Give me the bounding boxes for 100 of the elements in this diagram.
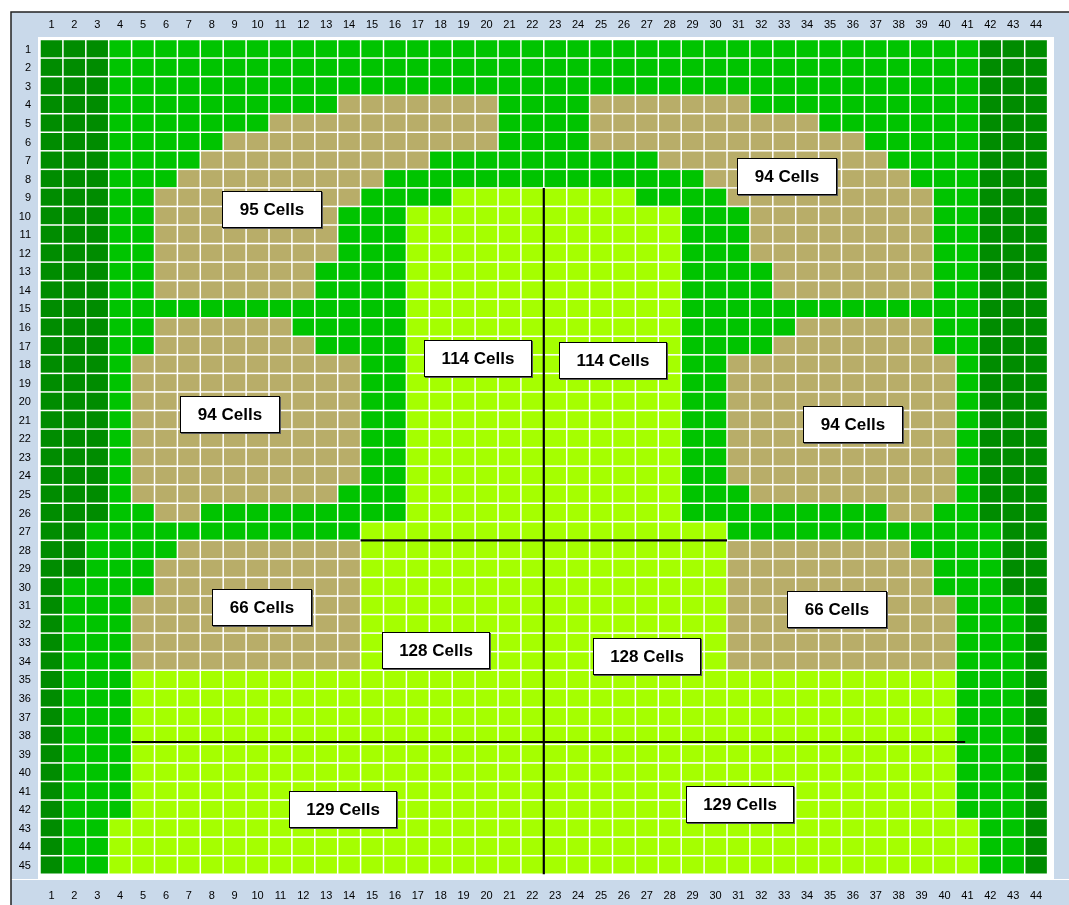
column-number: 1 — [47, 17, 56, 31]
column-number: 21 — [502, 17, 517, 31]
column-number: 11 — [273, 17, 288, 31]
row-number: 17 — [17, 338, 31, 353]
column-number: 26 — [616, 17, 632, 31]
column-number: 41 — [960, 17, 975, 31]
row-number: 29 — [17, 561, 31, 576]
row-number: 7 — [23, 153, 31, 168]
column-number: 33 — [777, 17, 792, 31]
column-number: 18 — [433, 888, 448, 902]
column-number: 16 — [387, 17, 403, 31]
column-number: 37 — [868, 888, 883, 902]
column-number: 13 — [319, 888, 334, 902]
column-number: 41 — [960, 888, 975, 902]
column-number: 25 — [593, 17, 609, 31]
row-number: 19 — [17, 375, 31, 390]
row-number: 44 — [17, 839, 31, 854]
column-number: 39 — [914, 17, 929, 31]
row-number: 22 — [17, 431, 31, 446]
row-number: 2 — [23, 60, 31, 75]
column-number: 26 — [616, 888, 632, 902]
region-count-label: 94 Cells — [737, 158, 837, 195]
column-number: 34 — [800, 17, 815, 31]
region-count-label: 114 Cells — [424, 340, 532, 377]
row-number: 11 — [18, 227, 31, 242]
region-count-label: 114 Cells — [559, 342, 667, 379]
region-count-label: 129 Cells — [686, 786, 794, 823]
row-number: 14 — [17, 282, 31, 297]
row-number: 39 — [17, 746, 31, 761]
row-number: 42 — [17, 802, 31, 817]
row-number: 34 — [17, 653, 31, 668]
column-number: 38 — [891, 17, 906, 31]
region-count-label: 94 Cells — [180, 396, 280, 433]
column-number: 27 — [639, 17, 654, 31]
column-number: 8 — [207, 888, 216, 902]
column-number: 38 — [891, 888, 906, 902]
column-number: 36 — [845, 888, 861, 902]
column-number: 1 — [47, 888, 56, 902]
column-number: 39 — [914, 888, 929, 902]
region-count-label: 66 Cells — [787, 591, 887, 628]
column-number: 14 — [342, 17, 357, 31]
column-number: 35 — [822, 888, 838, 902]
column-number: 22 — [525, 888, 540, 902]
column-number: 7 — [184, 17, 193, 31]
column-number: 19 — [456, 888, 471, 902]
row-number: 26 — [17, 505, 31, 520]
column-number: 40 — [937, 17, 952, 31]
row-number: 37 — [17, 709, 31, 724]
column-number: 13 — [319, 17, 334, 31]
column-number: 10 — [250, 17, 265, 31]
column-number: 21 — [502, 888, 517, 902]
column-number: 29 — [685, 17, 700, 31]
column-number: 42 — [983, 17, 998, 31]
column-number: 12 — [296, 888, 311, 902]
column-number: 37 — [868, 17, 883, 31]
column-number: 19 — [456, 17, 471, 31]
column-number: 34 — [800, 888, 815, 902]
column-number: 15 — [364, 888, 380, 902]
column-number: 23 — [548, 888, 563, 902]
column-number: 20 — [479, 888, 494, 902]
region-count-label: 66 Cells — [212, 589, 312, 626]
row-number: 25 — [17, 486, 31, 501]
column-number: 36 — [845, 17, 861, 31]
column-number: 25 — [593, 888, 609, 902]
column-number: 5 — [138, 17, 148, 31]
row-number: 10 — [17, 208, 31, 223]
column-number: 42 — [983, 888, 998, 902]
column-number: 24 — [571, 888, 586, 902]
column-number: 29 — [685, 888, 700, 902]
column-number: 44 — [1029, 888, 1044, 902]
column-number: 17 — [410, 17, 425, 31]
row-number: 40 — [17, 765, 31, 780]
row-number: 43 — [17, 820, 31, 835]
region-count-label: 128 Cells — [382, 632, 490, 669]
column-number: 16 — [387, 888, 403, 902]
column-number: 32 — [754, 17, 769, 31]
column-number: 20 — [479, 17, 494, 31]
region-count-label: 129 Cells — [289, 791, 397, 828]
column-number: 10 — [250, 888, 265, 902]
column-number: 40 — [937, 888, 952, 902]
row-number: 28 — [17, 542, 31, 557]
row-number: 31 — [17, 598, 31, 613]
column-number: 3 — [93, 17, 102, 31]
column-number: 33 — [777, 888, 792, 902]
column-number: 5 — [138, 888, 148, 902]
column-number: 31 — [731, 17, 746, 31]
column-number: 8 — [207, 17, 216, 31]
column-number: 22 — [525, 17, 540, 31]
column-number: 28 — [662, 888, 677, 902]
column-number: 35 — [822, 17, 838, 31]
row-number: 16 — [17, 320, 31, 334]
column-number: 7 — [184, 888, 193, 902]
region-count-label: 128 Cells — [593, 638, 701, 675]
column-number: 28 — [662, 17, 677, 31]
column-number: 15 — [364, 17, 380, 31]
column-number: 32 — [754, 888, 769, 902]
row-number: 38 — [17, 728, 31, 743]
row-number: 5 — [23, 115, 31, 130]
region-count-label: 94 Cells — [803, 406, 903, 443]
column-number: 17 — [410, 888, 425, 902]
